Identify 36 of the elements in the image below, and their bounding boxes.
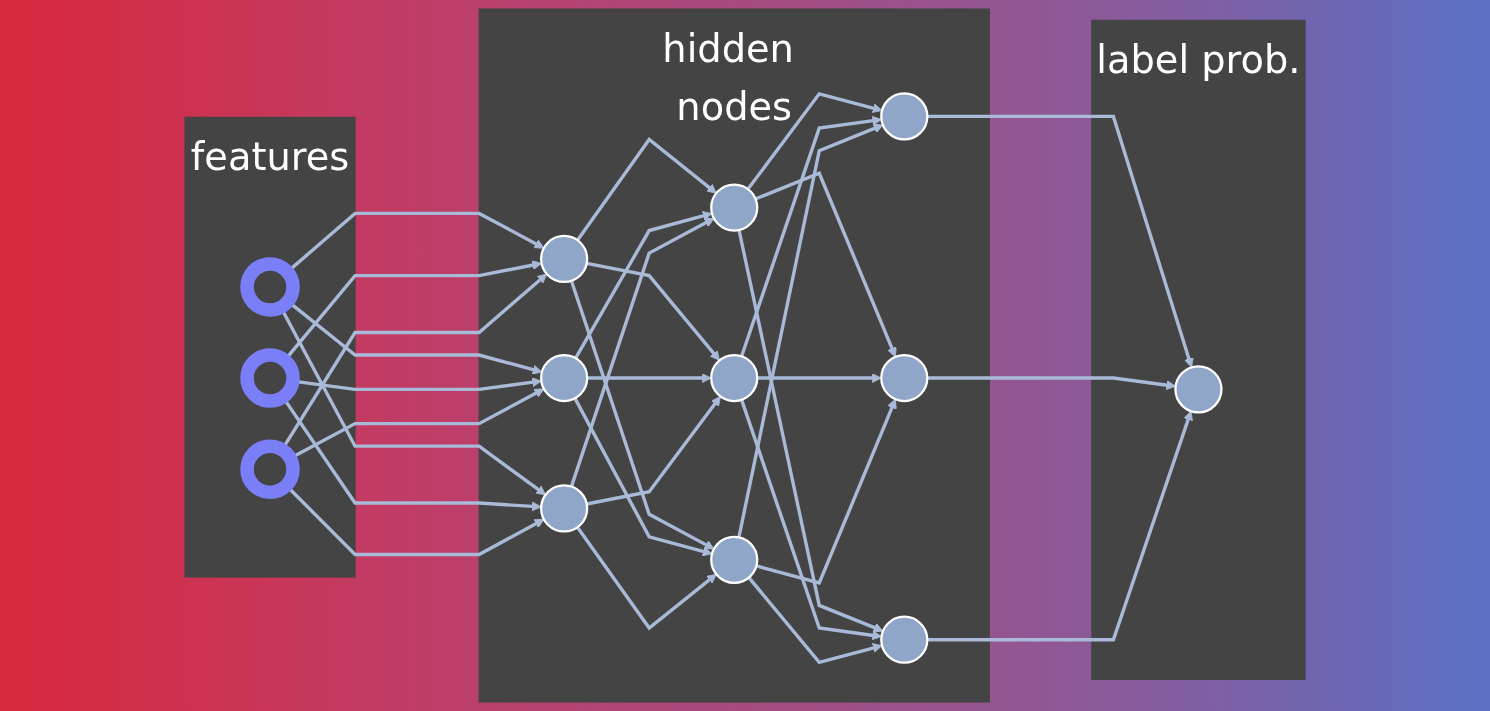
arrow: [574, 211, 713, 359]
arrow: [586, 261, 720, 361]
arrow: [569, 280, 715, 550]
node-circle: [880, 615, 929, 664]
node-circle: [240, 257, 300, 317]
cluster: label prob.: [1091, 19, 1306, 680]
arrow: [573, 397, 713, 557]
arrow: [586, 396, 721, 506]
node-circle: [240, 439, 300, 499]
arrow: [757, 373, 882, 383]
cluster: hidden nodes: [478, 8, 990, 703]
arrow: [576, 526, 717, 631]
arrow: [740, 399, 882, 641]
arrow: [747, 576, 883, 665]
node-circle: [710, 353, 759, 403]
arrow: [927, 114, 1194, 368]
arrow: [576, 136, 717, 242]
arrow: [746, 91, 883, 191]
arrow: [587, 373, 712, 383]
node-circle: [880, 353, 929, 403]
node-circle: [540, 353, 589, 403]
arrow: [927, 410, 1193, 642]
node-circle: [710, 535, 759, 584]
arrow: [754, 171, 897, 358]
arrow: [740, 115, 882, 357]
arrow: [737, 229, 884, 633]
node-circle: [540, 234, 589, 284]
cluster: features: [184, 116, 356, 578]
node-circle: [880, 92, 929, 141]
arrow: [737, 123, 884, 538]
node-circle: [240, 348, 300, 408]
node-circle: [540, 484, 589, 533]
arrow: [569, 217, 715, 488]
node-circle: [1174, 365, 1223, 414]
arrow: [756, 398, 897, 585]
node-circle: [710, 183, 759, 232]
